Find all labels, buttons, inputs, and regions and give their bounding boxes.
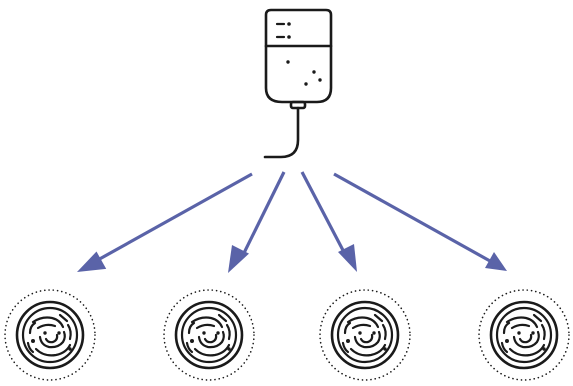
arrow-3 — [300, 171, 357, 272]
cell-icon — [162, 288, 256, 382]
iv-bag-icon — [264, 8, 333, 110]
arrow-4 — [333, 172, 507, 271]
cell-icon — [318, 288, 412, 382]
arrow-1 — [77, 172, 253, 272]
cell-icon — [3, 288, 97, 382]
arrow-2 — [228, 171, 286, 273]
cell-icon — [477, 288, 571, 382]
arrows — [77, 171, 507, 273]
iv-tube-icon — [263, 106, 300, 159]
